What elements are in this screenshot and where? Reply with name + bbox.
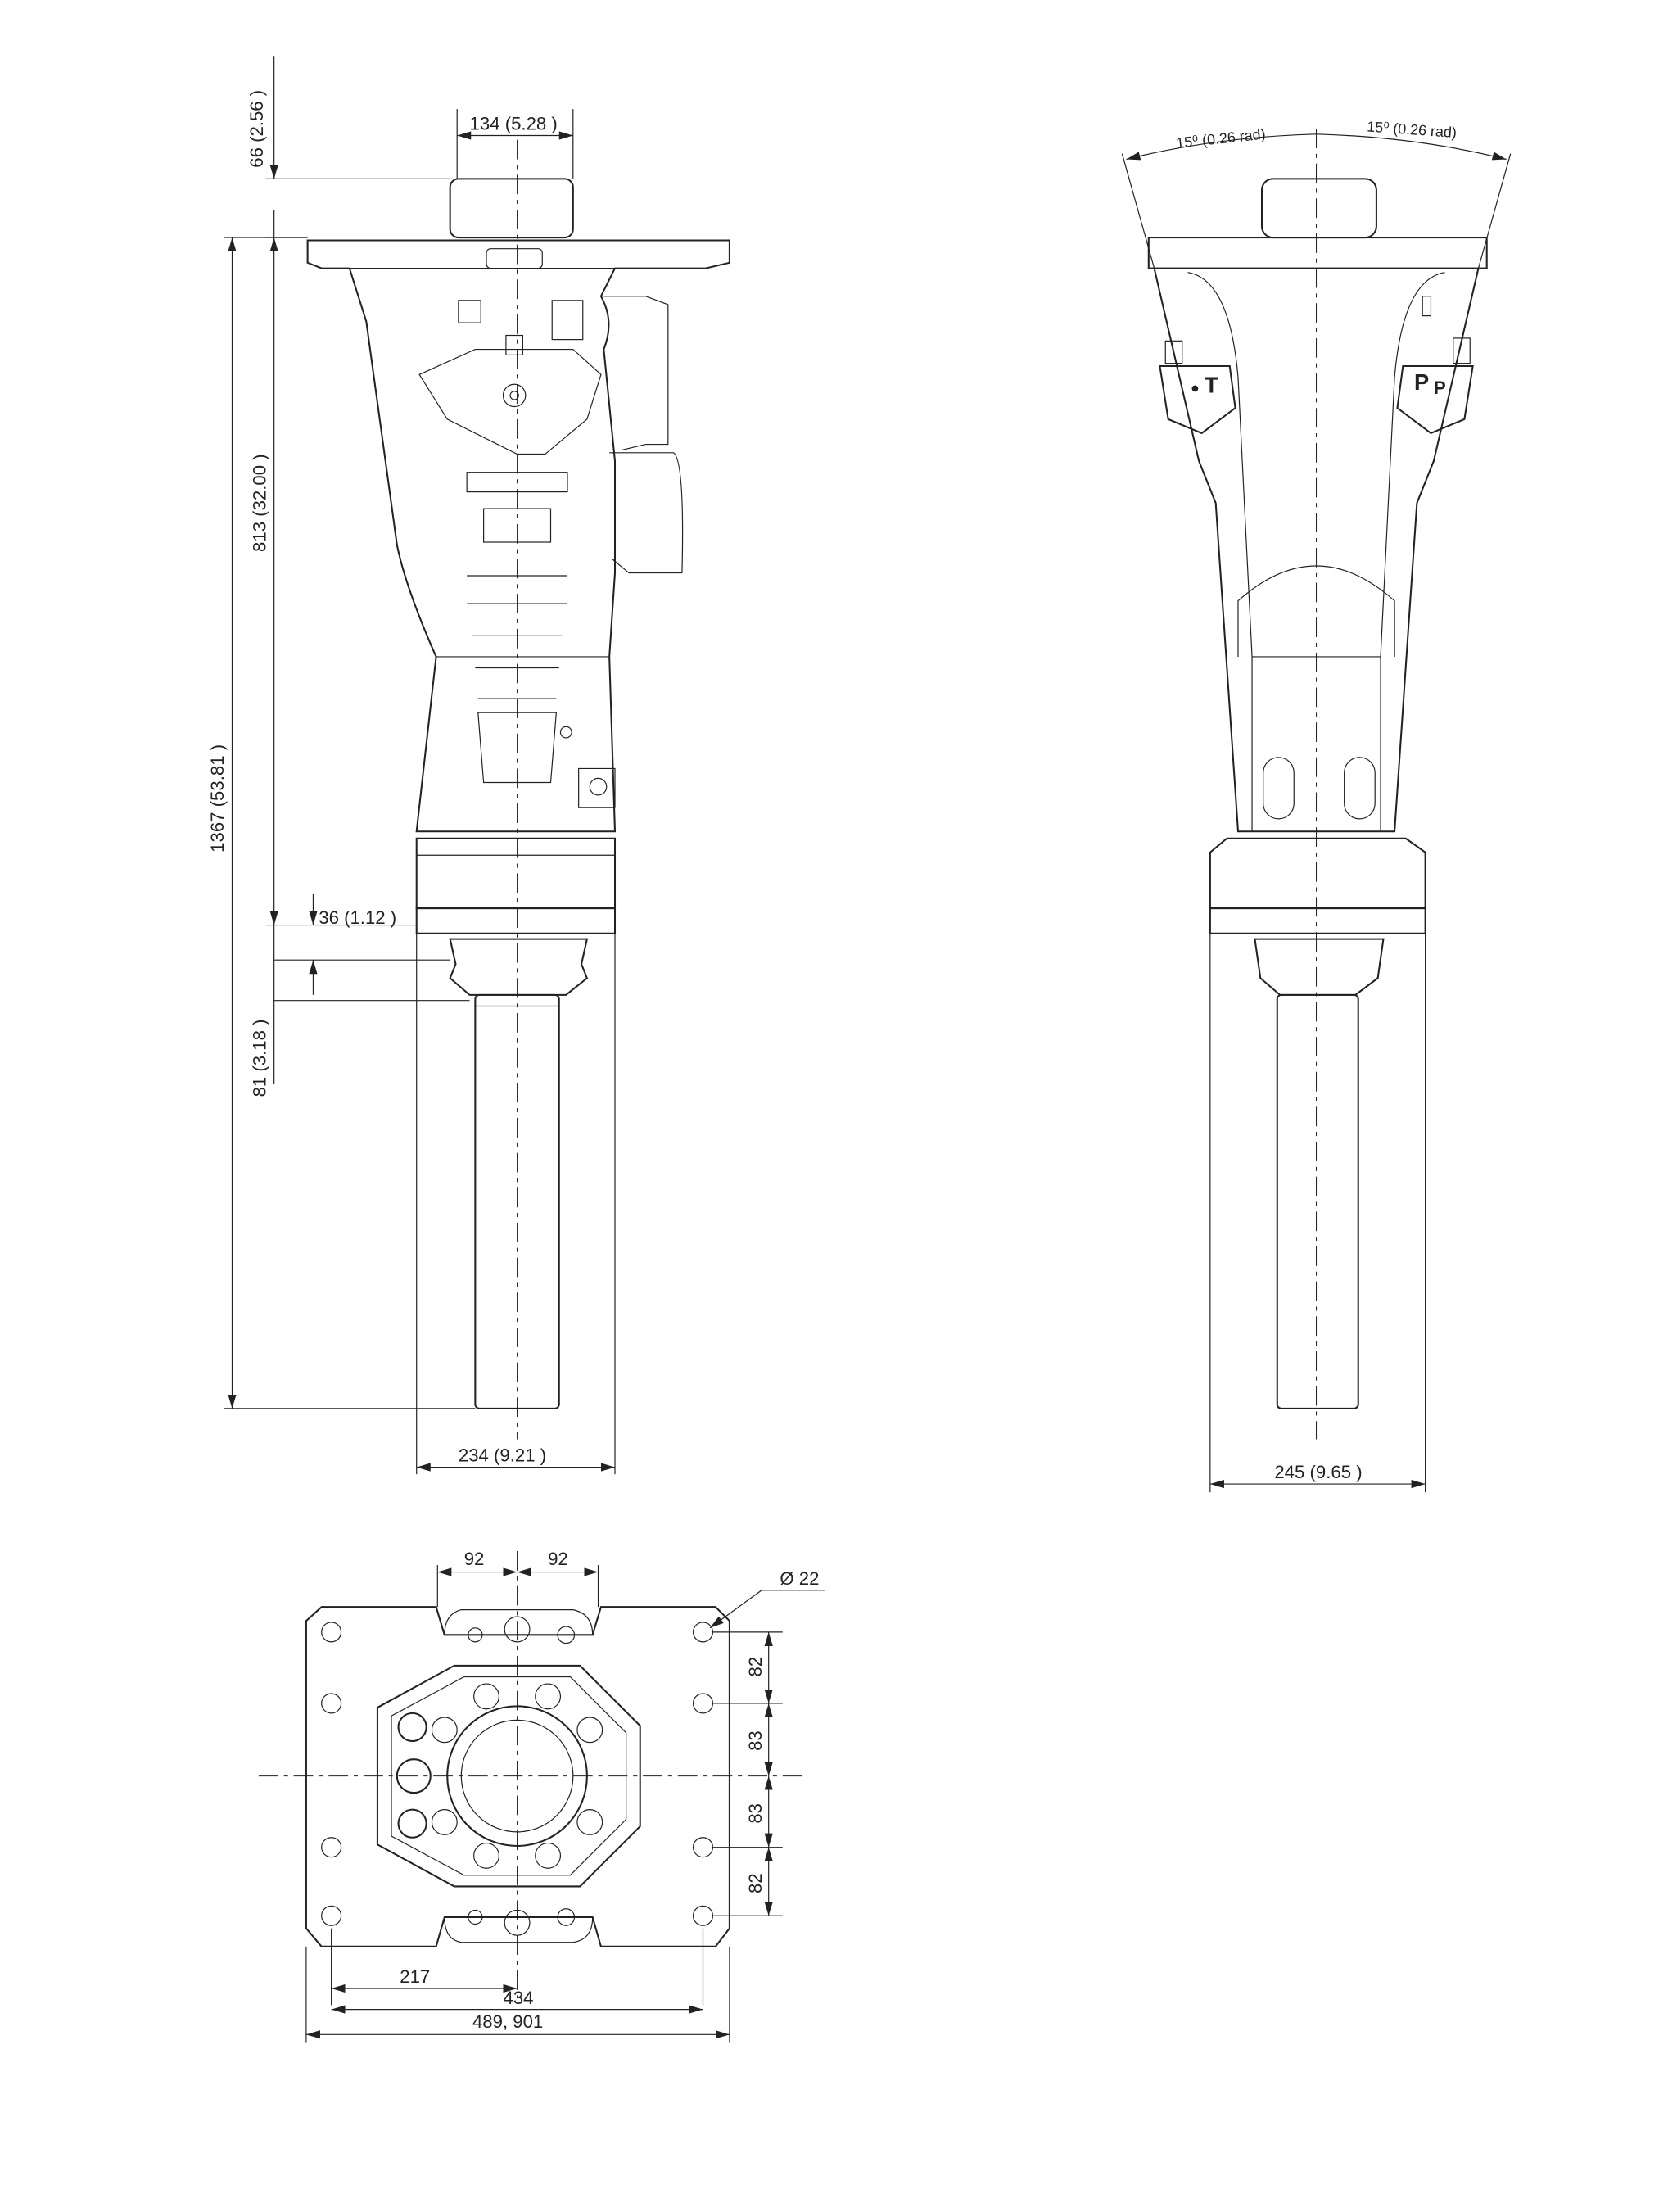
dim-hole-spacing: 434 bbox=[503, 1988, 533, 2008]
dim-offset-right: 92 bbox=[548, 1549, 568, 1569]
dim-overall-length: 1367 (53.81 ) bbox=[207, 744, 228, 853]
dim-v1: 82 bbox=[745, 1657, 766, 1677]
dim-v4: 82 bbox=[745, 1873, 766, 1893]
port-label-pressure: P bbox=[1414, 369, 1429, 395]
dim-v2: 83 bbox=[745, 1730, 766, 1751]
dim-body-upper: 813 (32.00 ) bbox=[249, 454, 269, 552]
dim-bushing-gap: 36 (1.12 ) bbox=[319, 907, 396, 928]
mounting-holes bbox=[321, 1622, 714, 1926]
dim-plate-width: 489, 901 bbox=[472, 2011, 543, 2032]
port-label-pressure-small: P bbox=[1434, 378, 1446, 398]
dim-collar-width-side: 234 (9.21 ) bbox=[459, 1445, 546, 1466]
dim-cap-width: 134 (5.28 ) bbox=[470, 114, 558, 134]
dim-collar-width-front: 245 (9.65 ) bbox=[1274, 1462, 1362, 1482]
bottom-view: 92 92 Ø 22 82 83 83 82 217 434 489, 901 bbox=[258, 1549, 825, 2043]
dim-angle-left: 15⁰ (0.26 rad) bbox=[1175, 125, 1266, 151]
dim-offset-left: 92 bbox=[464, 1549, 485, 1569]
front-view: T ● P P 15⁰ (0.26 rad) 15⁰ (0.26 rad) 24… bbox=[1121, 118, 1512, 1493]
port-label-tank: T bbox=[1205, 372, 1218, 397]
dim-half-spacing: 217 bbox=[400, 1966, 430, 1987]
dim-bushing-height: 81 (3.18 ) bbox=[249, 1020, 269, 1097]
dim-cap-height: 66 (2.56 ) bbox=[246, 90, 267, 168]
dim-hole-diameter: Ø 22 bbox=[780, 1568, 819, 1589]
bolt-heads bbox=[431, 1683, 603, 1869]
dim-v3: 83 bbox=[745, 1803, 766, 1824]
side-view: 66 (2.56 ) 134 (5.28 ) 813 (32.00 ) 1367… bbox=[207, 56, 730, 1475]
drop-icon: ● bbox=[1191, 379, 1200, 396]
